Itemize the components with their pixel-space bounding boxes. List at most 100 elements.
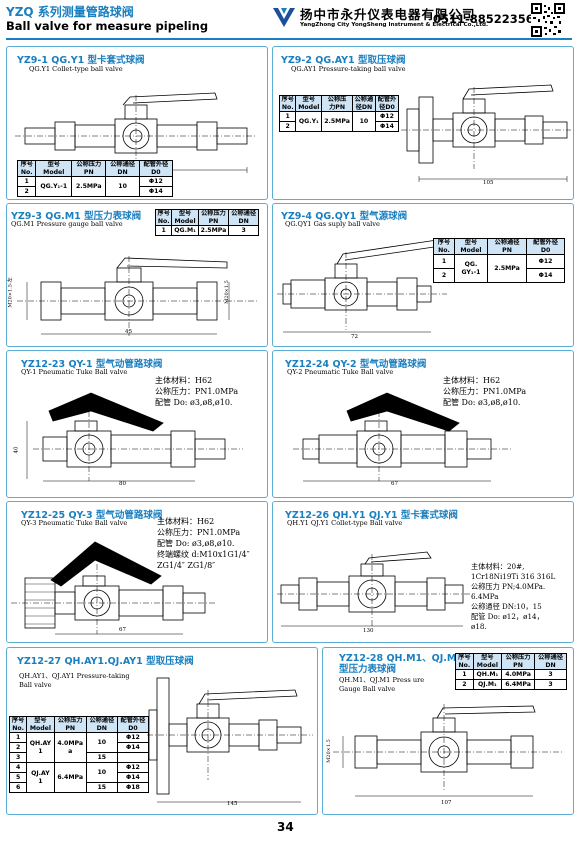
- cell: 1: [433, 254, 455, 269]
- cell: 2: [16, 186, 37, 197]
- dim-length: 145: [227, 801, 238, 807]
- spec-text: 主体材料：H62 公称压力：PN1.0MPa 配管 Do: ø3,ø8,ø10.: [443, 376, 527, 407]
- valve-drawing: [26, 392, 243, 482]
- company-phone: 0511-88522356: [433, 12, 534, 26]
- panel-yz12-25: YZ12-25 QY-3 型气动管路球阀 QY-3 Pneumatic Tuke…: [6, 501, 268, 643]
- dim-length: 45: [125, 329, 132, 335]
- panel-subtitle: QH.AY1、QJ.AY1 Pressure-taking Ball valve: [19, 672, 130, 689]
- page-number: 34: [277, 820, 294, 834]
- cell: 2.5MPa: [321, 111, 353, 132]
- cell: [116, 752, 150, 763]
- dim-thread: M20×1.5: [325, 739, 332, 763]
- cell: 1: [154, 225, 173, 236]
- panel-title: YZ9-4 QG.QY1 型气源球阀: [281, 211, 408, 222]
- cell: 2: [455, 679, 474, 690]
- valve-drawing: [401, 84, 571, 182]
- cell: 2: [278, 121, 297, 132]
- panel-title: YZ12-27 QH.AY1.QJ.AY1 型取压球阀: [17, 656, 194, 667]
- cell: 3: [534, 679, 567, 690]
- cell: 2.5MPa: [197, 225, 230, 236]
- panel-title: YZ9-3 QG.M1 型压力表球阀: [11, 211, 142, 222]
- cell: QG.GY₁-1: [453, 254, 488, 283]
- valve-drawing: [11, 541, 215, 635]
- header-rule: [6, 38, 572, 40]
- dim-height: 40: [13, 446, 20, 454]
- dim-length: 80: [119, 481, 126, 487]
- page-header: YZQ 系列测量管路球阀 Ball valve for measure pipe…: [0, 0, 578, 40]
- panel-yz12-23: YZ12-23 QY-1 型气动管路球阀 QY-1 Pneumatic Tuke…: [6, 350, 268, 498]
- valve-drawing: [277, 239, 447, 333]
- cell: Φ14: [374, 121, 400, 132]
- cell: 10: [351, 111, 376, 132]
- panel-title: YZ12-23 QY-1 型气动管路球阀: [21, 359, 163, 370]
- panel-yz12-27: YZ12-27 QH.AY1.QJ.AY1 型取压球阀 QH.AY1、QJ.AY…: [6, 647, 318, 815]
- panel-subtitle: QG.AY1 Pressure-taking ball valve: [291, 65, 406, 73]
- panel-subtitle: QY-2 Pneumatic Tuke Ball valve: [287, 368, 394, 376]
- cell: 3: [228, 225, 259, 236]
- panel-yz9-2: YZ9-2 QG.AY1 型取压球阀 QG.AY1 Pressure-takin…: [272, 46, 574, 200]
- cell: 10: [85, 762, 118, 783]
- cell: 1: [16, 176, 37, 187]
- panel-subtitle: QH.Y1 QJ.Y1 Collet-type Ball valve: [287, 519, 403, 527]
- cell: 4.0MPa: [501, 669, 536, 680]
- cell: Φ12: [116, 762, 150, 773]
- cell: 2: [433, 268, 455, 283]
- cell: 5: [8, 772, 28, 783]
- cell: 3: [534, 669, 567, 680]
- cell: Φ18: [116, 782, 150, 793]
- dim-length: 130: [363, 628, 374, 634]
- panel-yz9-4: YZ9-4 QG.QY1 型气源球阀 QG.QY1 Gas suply ball…: [272, 203, 574, 347]
- valve-drawing: [17, 256, 257, 336]
- panel-title: YZ12-28 QH.M1、QJ.M1 型压力表球阀: [339, 653, 463, 675]
- dim-thread-right: M20×1.5: [223, 280, 230, 304]
- spec-text: 主体材料：20#, 1Cr18Ni19Ti 316 316L 公称压力 PN;4…: [471, 562, 556, 631]
- cell: 15: [85, 752, 118, 763]
- cell: Φ14: [116, 742, 150, 753]
- cell: 1: [278, 111, 297, 122]
- dim-length: 107: [441, 800, 452, 806]
- cell: QG.Y₁-1: [35, 176, 73, 197]
- cell: 2.5MPa: [486, 254, 528, 283]
- cell: 1: [455, 669, 474, 680]
- th-dn: 公称通径DN: [351, 95, 376, 112]
- spec-text: 主体材料：H62 公称压力：PN1.0MPa 配管 Do: ø3,ø8,ø10.…: [157, 517, 250, 570]
- cell: Φ12: [526, 254, 565, 269]
- th-pn: 公称压力PN: [321, 95, 353, 112]
- panel-yz9-1: YZ9-1 QG.Y1 型卡套式球阀 QG.Y1 Collet-type bal…: [6, 46, 268, 200]
- cell: 2.5MPa: [71, 176, 107, 197]
- cell: QJ.M₁: [472, 679, 503, 690]
- panel-subtitle: QY-3 Pneumatic Tuke Ball valve: [21, 519, 128, 527]
- cell: Φ14: [526, 268, 565, 283]
- panel-title: YZ9-2 QG.AY1 型取压球阀: [281, 55, 406, 66]
- cell: 6.4MPa: [501, 679, 536, 690]
- cell: 10: [85, 732, 118, 753]
- valve-drawing: [293, 392, 513, 482]
- valve-drawing: [333, 704, 563, 797]
- panel-title: YZ12-24 QY-2 型气动管路球阀: [285, 359, 427, 370]
